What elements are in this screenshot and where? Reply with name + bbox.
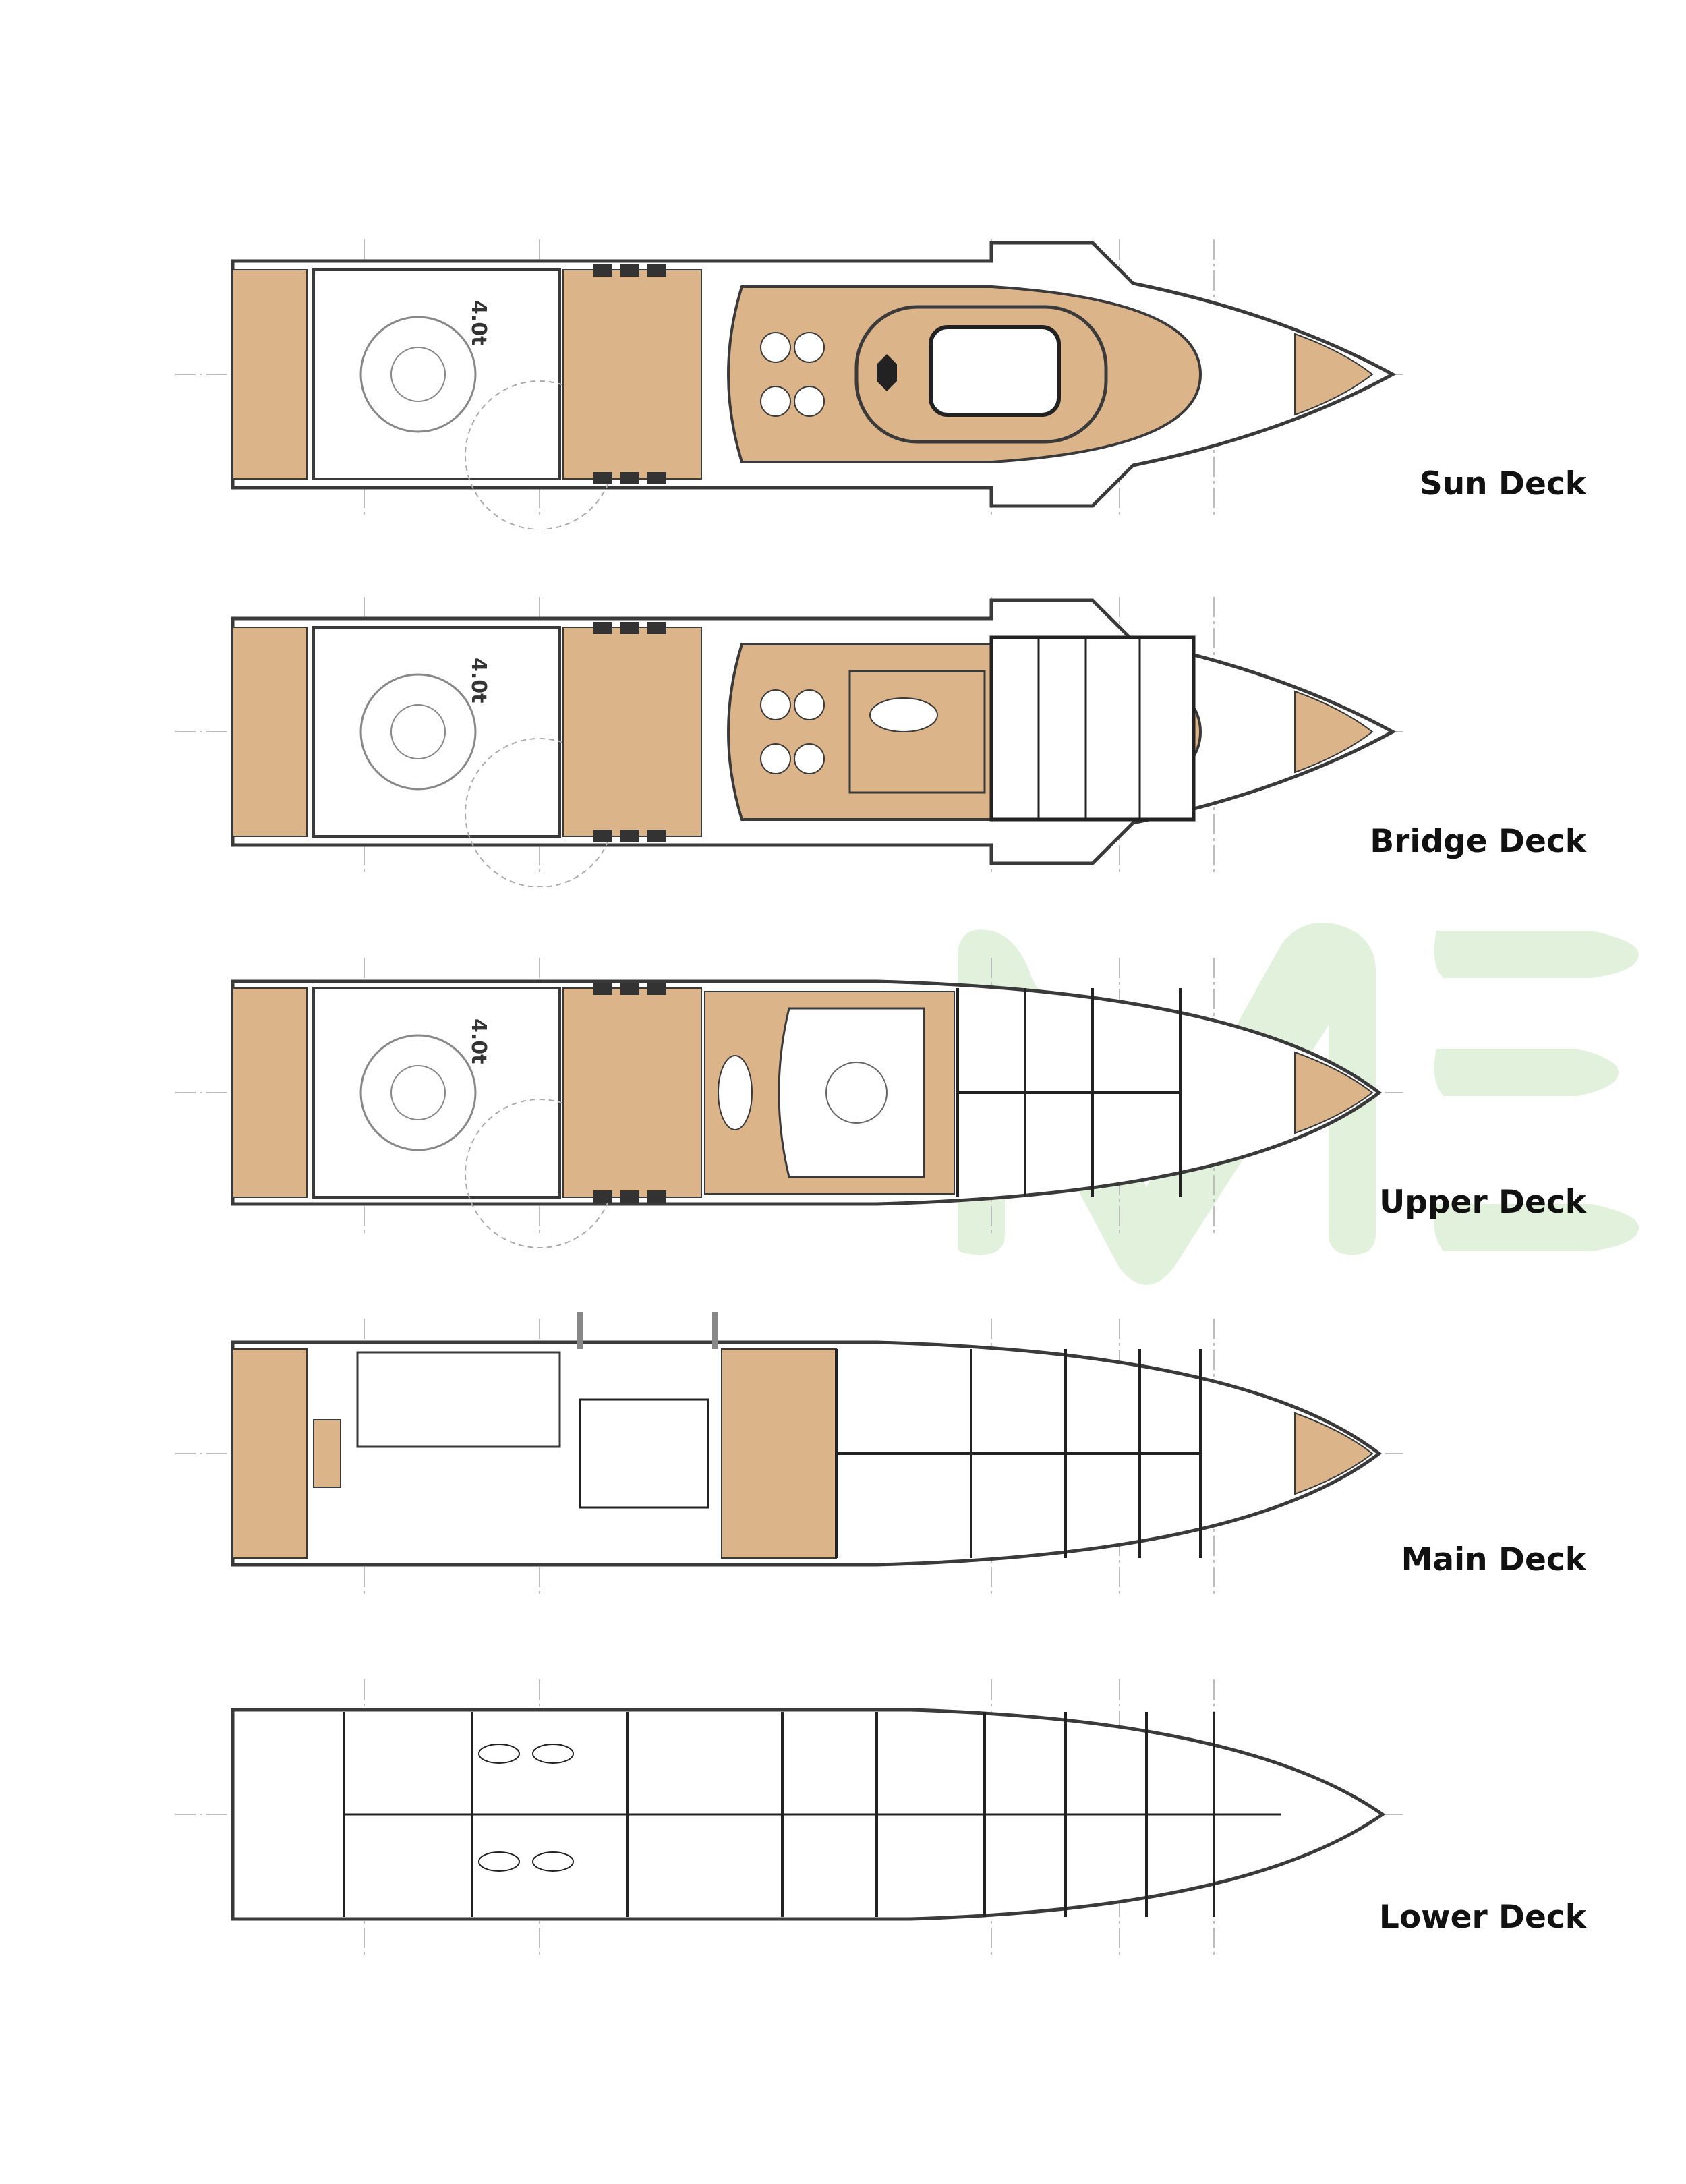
round-table bbox=[825, 1062, 888, 1124]
hatch bbox=[620, 264, 639, 277]
teak-deck-area bbox=[232, 269, 308, 480]
hatch bbox=[647, 622, 666, 634]
deck-drawing bbox=[175, 1679, 1403, 1956]
teak-deck-area bbox=[1294, 333, 1374, 416]
teak-deck-area bbox=[562, 627, 702, 837]
sunbed-round bbox=[760, 689, 791, 720]
teak-deck-area bbox=[562, 269, 702, 480]
sunbed-round bbox=[760, 386, 791, 417]
teak-deck-area bbox=[1294, 1051, 1374, 1134]
hatch bbox=[647, 472, 666, 484]
deck-label-upper: Upper Deck bbox=[1379, 1184, 1586, 1221]
sunbed-round bbox=[760, 332, 791, 363]
deck-label-lower: Lower Deck bbox=[1378, 1899, 1586, 1936]
teak-deck-area bbox=[1294, 690, 1374, 774]
deck-group bbox=[175, 1312, 1403, 1595]
sunbed-round bbox=[794, 743, 825, 774]
hatch bbox=[647, 1190, 666, 1203]
sun-pad-outline bbox=[854, 305, 1108, 444]
hatch bbox=[647, 830, 666, 842]
sunbed-round bbox=[794, 386, 825, 417]
hatch bbox=[620, 472, 639, 484]
helipad-circle bbox=[390, 1065, 446, 1120]
helipad-weight-label: 4.0t bbox=[467, 658, 490, 703]
dining-table bbox=[869, 697, 938, 732]
hatch bbox=[647, 264, 666, 277]
jetski bbox=[532, 1851, 574, 1872]
sunbed-round bbox=[794, 332, 825, 363]
jacuzzi bbox=[877, 354, 897, 391]
deck-plan-lower bbox=[0, 1673, 1686, 1970]
helipad-circle bbox=[359, 673, 477, 791]
deck-group: 4.0t bbox=[175, 958, 1403, 1248]
deck-plan-main bbox=[0, 1312, 1686, 1609]
hatch bbox=[593, 264, 612, 277]
sunbed-round bbox=[760, 743, 791, 774]
hatch bbox=[593, 983, 612, 995]
hatch bbox=[620, 1190, 639, 1203]
teak-deck-area bbox=[232, 627, 308, 837]
helipad-area bbox=[312, 987, 561, 1199]
teak-deck-area bbox=[721, 1348, 837, 1559]
deck-label-sun: Sun Deck bbox=[1419, 465, 1586, 502]
dining-area bbox=[848, 670, 986, 794]
helipad-circle bbox=[359, 316, 477, 433]
jetski bbox=[478, 1851, 520, 1872]
helipad-circle bbox=[390, 347, 446, 402]
helipad-area bbox=[312, 626, 561, 838]
deck-drawing: 4.0t bbox=[175, 597, 1403, 887]
deck-drawing: 4.0t bbox=[175, 958, 1403, 1248]
hatch bbox=[593, 1190, 612, 1203]
hatch bbox=[647, 983, 666, 995]
deck-drawing: 4.0t bbox=[175, 239, 1403, 529]
helipad-weight-label: 4.0t bbox=[467, 300, 490, 346]
dining-table bbox=[718, 1055, 753, 1130]
jetski bbox=[478, 1744, 520, 1764]
tender-bay bbox=[356, 1351, 561, 1448]
bridge-rooms bbox=[989, 635, 1196, 822]
salon bbox=[778, 1007, 925, 1178]
helipad-weight-label: 4.0t bbox=[467, 1018, 490, 1064]
bar-structure bbox=[929, 325, 1061, 417]
teak-deck-area bbox=[232, 987, 308, 1198]
helipad-area bbox=[312, 268, 561, 480]
hatch bbox=[620, 622, 639, 634]
teak-deck-area bbox=[1294, 1412, 1374, 1495]
deck-drawing bbox=[175, 1312, 1403, 1595]
deck-plan-bridge: 4.0t bbox=[0, 590, 1686, 887]
deck-label-bridge: Bridge Deck bbox=[1370, 823, 1586, 860]
jetski bbox=[532, 1744, 574, 1764]
helipad-circle bbox=[359, 1034, 477, 1151]
hatch bbox=[593, 622, 612, 634]
deck-label-main: Main Deck bbox=[1401, 1541, 1586, 1578]
teak-deck-area bbox=[232, 1348, 308, 1559]
teak-deck-area bbox=[313, 1419, 341, 1488]
deck-group bbox=[175, 1679, 1403, 1956]
deck-group: 4.0t bbox=[175, 239, 1403, 529]
hatch bbox=[620, 830, 639, 842]
helipad-circle bbox=[390, 704, 446, 759]
hatch bbox=[620, 983, 639, 995]
hatch bbox=[593, 472, 612, 484]
teak-deck-area bbox=[562, 987, 702, 1198]
tender bbox=[579, 1398, 709, 1509]
sunbed-round bbox=[794, 689, 825, 720]
hatch bbox=[593, 830, 612, 842]
deck-plan-upper: 4.0t bbox=[0, 951, 1686, 1248]
deck-group: 4.0t bbox=[175, 597, 1403, 887]
deck-plan-sun: 4.0t bbox=[0, 233, 1686, 529]
